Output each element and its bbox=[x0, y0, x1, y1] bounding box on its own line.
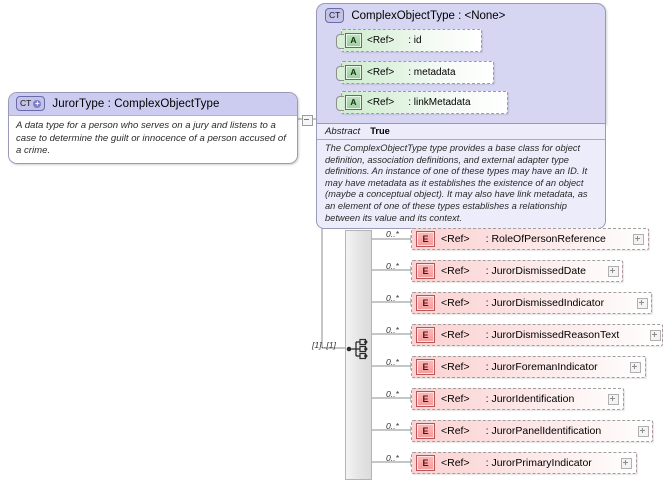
attribute-ref-label: <Ref> bbox=[367, 67, 395, 78]
element-cardinality-label: 0..* bbox=[386, 453, 399, 463]
element-ref-label: <Ref> bbox=[441, 425, 470, 437]
complex-type-icon-label: CT bbox=[20, 98, 32, 108]
complex-type-icon: CT+ bbox=[16, 96, 46, 111]
element-name: : JurorDismissedIndicator bbox=[485, 297, 605, 309]
element-icon: E bbox=[416, 295, 435, 311]
attribute-row[interactable]: A <Ref> : metadata bbox=[336, 61, 494, 84]
element-icon: E bbox=[416, 423, 435, 439]
container-documentation: The ComplexObjectType type provides a ba… bbox=[325, 143, 588, 223]
element-row[interactable]: E <Ref> : RoleOfPersonReference bbox=[411, 228, 649, 250]
attribute-icon: A bbox=[345, 65, 362, 80]
element-expander-plus-icon[interactable] bbox=[608, 394, 619, 405]
attribute-row[interactable]: A <Ref> : linkMetadata bbox=[336, 91, 508, 114]
complex-type-icon-label: CT bbox=[329, 10, 341, 20]
element-cardinality-label: 0..* bbox=[386, 325, 399, 335]
element-ref-label: <Ref> bbox=[441, 329, 470, 341]
element-row[interactable]: E <Ref> : JurorPanelIdentification bbox=[411, 420, 653, 442]
element-cardinality-label: 0..* bbox=[386, 293, 399, 303]
element-ref-label: <Ref> bbox=[441, 233, 470, 245]
complex-object-type-title: ComplexObjectType : <None> bbox=[351, 9, 506, 22]
complex-type-icon: CT bbox=[325, 8, 345, 23]
element-ref-label: <Ref> bbox=[441, 361, 470, 373]
element-name: : JurorDismissedDate bbox=[485, 265, 586, 277]
element-expander-plus-icon[interactable] bbox=[621, 458, 632, 469]
element-row[interactable]: E <Ref> : JurorPrimaryIndicator bbox=[411, 452, 637, 474]
element-row[interactable]: E <Ref> : JurorIdentification bbox=[411, 388, 624, 410]
attribute-notch-icon bbox=[336, 96, 344, 111]
element-expander-plus-icon[interactable] bbox=[633, 234, 644, 245]
expand-plus-icon: + bbox=[33, 98, 42, 108]
attribute-ref-label: <Ref> bbox=[367, 97, 395, 108]
juror-type-title: JurorType : ComplexObjectType bbox=[52, 97, 220, 110]
abstract-row: Abstract True bbox=[317, 124, 605, 140]
element-ref-label: <Ref> bbox=[441, 393, 470, 405]
element-expander-plus-icon[interactable] bbox=[638, 426, 649, 437]
element-expander-plus-icon[interactable] bbox=[630, 362, 641, 373]
element-cardinality-label: 0..* bbox=[386, 357, 399, 367]
element-row[interactable]: E <Ref> : JurorDismissedDate bbox=[411, 260, 623, 282]
sequence-compositor-icon bbox=[346, 338, 368, 360]
element-expander-plus-icon[interactable] bbox=[637, 298, 648, 309]
element-name: : JurorDismissedReasonText bbox=[485, 329, 620, 341]
element-name: : JurorPanelIdentification bbox=[485, 425, 602, 437]
element-name: : JurorIdentification bbox=[485, 393, 575, 405]
abstract-label: Abstract bbox=[325, 126, 361, 137]
abstract-documentation-panel: Abstract True The ComplexObjectType type… bbox=[316, 123, 606, 230]
element-ref-label: <Ref> bbox=[441, 297, 470, 309]
element-row[interactable]: E <Ref> : JurorDismissedIndicator bbox=[411, 292, 652, 314]
element-icon: E bbox=[416, 455, 435, 471]
collapse-toggle-minus-icon[interactable] bbox=[302, 115, 313, 126]
juror-type-header: CT+ JurorType : ComplexObjectType bbox=[9, 93, 297, 116]
element-name: : JurorPrimaryIndicator bbox=[485, 457, 592, 469]
element-icon: E bbox=[416, 391, 435, 407]
element-expander-plus-icon[interactable] bbox=[650, 330, 661, 341]
attribute-notch-icon bbox=[336, 66, 344, 81]
element-cardinality-label: 0..* bbox=[386, 229, 399, 239]
element-icon: E bbox=[416, 231, 435, 247]
element-icon: E bbox=[416, 327, 435, 343]
attribute-name: : id bbox=[408, 35, 422, 46]
juror-type-box[interactable]: CT+ JurorType : ComplexObjectType A data… bbox=[8, 92, 298, 164]
element-icon: E bbox=[416, 359, 435, 375]
element-row[interactable]: E <Ref> : JurorForemanIndicator bbox=[411, 356, 646, 378]
element-icon: E bbox=[416, 263, 435, 279]
element-name: : JurorForemanIndicator bbox=[485, 361, 598, 373]
abstract-value: True bbox=[370, 126, 390, 136]
attribute-ref-label: <Ref> bbox=[367, 35, 395, 46]
juror-type-documentation: A data type for a person who serves on a… bbox=[9, 116, 297, 163]
element-ref-label: <Ref> bbox=[441, 457, 470, 469]
element-cardinality-label: 0..* bbox=[386, 421, 399, 431]
element-expander-plus-icon[interactable] bbox=[608, 266, 619, 277]
element-name: : RoleOfPersonReference bbox=[485, 233, 606, 245]
attribute-name: : metadata bbox=[408, 67, 456, 78]
sequence-compositor-bar[interactable] bbox=[345, 230, 372, 480]
attribute-notch-icon bbox=[336, 34, 344, 49]
attribute-icon: A bbox=[345, 95, 362, 110]
element-cardinality-label: 0..* bbox=[386, 389, 399, 399]
element-cardinality-label: 0..* bbox=[386, 261, 399, 271]
attribute-name: : linkMetadata bbox=[408, 97, 471, 108]
attribute-row[interactable]: A <Ref> : id bbox=[336, 29, 482, 52]
element-ref-label: <Ref> bbox=[441, 265, 470, 277]
sequence-cardinality-label: [1]..[1] bbox=[312, 340, 336, 350]
complex-object-type-header: CT ComplexObjectType : <None> bbox=[317, 4, 605, 25]
attribute-icon: A bbox=[345, 33, 362, 48]
element-row[interactable]: E <Ref> : JurorDismissedReasonText bbox=[411, 324, 663, 346]
